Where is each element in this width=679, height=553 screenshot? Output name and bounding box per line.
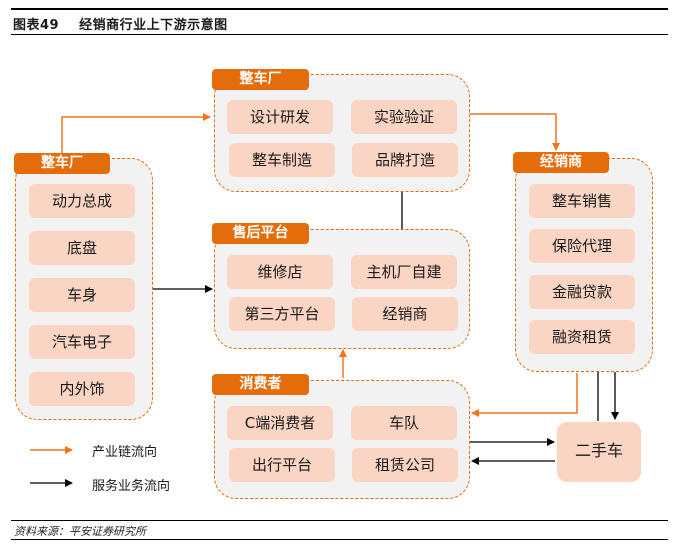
figure-number: 图表49	[13, 18, 60, 33]
oem-item: 实验验证	[351, 100, 457, 134]
oem-item: 品牌打造	[352, 143, 458, 177]
aftersales-item: 主机厂自建	[351, 255, 457, 289]
figure-title-text: 经销商行业上下游示意图	[79, 18, 228, 33]
consumer-item: 租赁公司	[352, 448, 458, 482]
group-supplier-label: 整车厂	[14, 153, 110, 174]
legend-label-service: 服务业务流向	[92, 479, 171, 494]
source-note: 资料来源：平安证券研究所	[14, 525, 146, 538]
source-bottom-rule	[11, 539, 668, 540]
supplier-item: 动力总成	[29, 184, 135, 218]
group-consumer-label: 消费者	[212, 374, 309, 395]
group-oem-label: 整车厂	[212, 69, 309, 90]
chain-arrow-dealer-to-consumer	[471, 373, 578, 417]
supplier-item: 内外饰	[29, 372, 135, 406]
dealer-item: 融资租赁	[529, 320, 635, 354]
supplier-item: 底盘	[29, 231, 135, 265]
figure-title: 图表49 经销商行业上下游示意图	[13, 14, 228, 33]
group-aftersales-label: 售后平台	[212, 223, 309, 244]
consumer-item: 车队	[351, 406, 457, 440]
chain-arrow-supplier-to-oem	[61, 113, 211, 153]
supplier-item: 车身	[29, 278, 135, 312]
aftersales-item: 第三方平台	[229, 297, 335, 331]
oem-item: 整车制造	[229, 143, 335, 177]
dealer-item: 整车销售	[529, 184, 635, 218]
dealer-item: 金融贷款	[529, 275, 635, 309]
group-dealer-label: 经销商	[513, 152, 609, 173]
used-car-node: 二手车	[557, 422, 641, 482]
source-top-rule	[11, 520, 668, 521]
legend-label-chain: 产业链流向	[92, 445, 158, 460]
chain-arrow-oem-to-dealer	[470, 113, 560, 151]
title-rule	[11, 34, 668, 35]
dealer-item: 保险代理	[529, 229, 635, 263]
consumer-item: 出行平台	[229, 448, 335, 482]
aftersales-item: 经销商	[352, 297, 458, 331]
oem-item: 设计研发	[227, 100, 333, 134]
top-rule	[11, 8, 668, 10]
consumer-item: C端消费者	[227, 406, 333, 440]
aftersales-item: 维修店	[227, 255, 333, 289]
supplier-item: 汽车电子	[29, 325, 135, 359]
group-aftersales	[214, 229, 470, 349]
